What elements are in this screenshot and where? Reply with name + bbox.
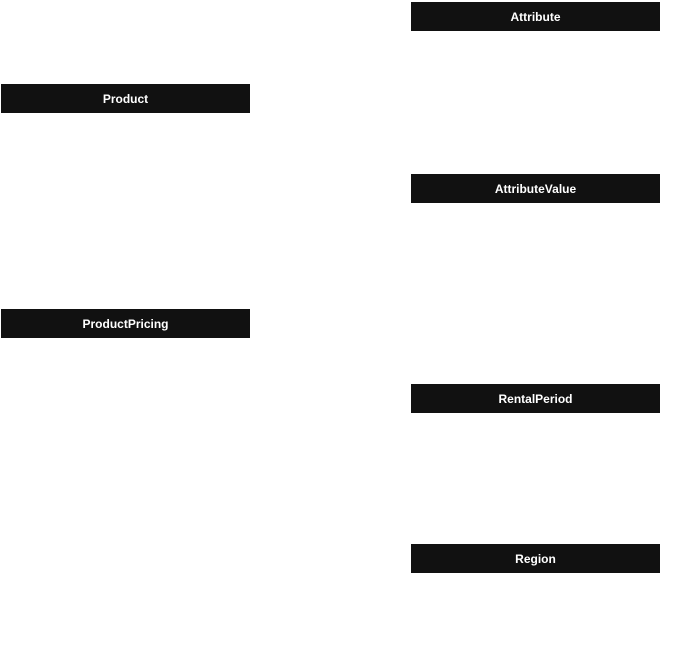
entity-title-attribute-value: AttributeValue bbox=[494, 181, 577, 196]
entity-header-attribute[interactable]: Attribute bbox=[411, 2, 660, 31]
entity-title-product-pricing: ProductPricing bbox=[82, 316, 169, 331]
entity-title-attribute: Attribute bbox=[510, 9, 561, 24]
entity-header-region[interactable]: Region bbox=[411, 544, 660, 573]
entity-title-product: Product bbox=[102, 91, 149, 106]
entity-title-rental-period: RentalPeriod bbox=[498, 391, 573, 406]
entity-title-region: Region bbox=[515, 551, 556, 566]
entity-header-product[interactable]: Product bbox=[1, 84, 250, 113]
entity-header-rental-period[interactable]: RentalPeriod bbox=[411, 384, 660, 413]
entity-header-product-pricing[interactable]: ProductPricing bbox=[1, 309, 250, 338]
entity-header-attribute-value[interactable]: AttributeValue bbox=[411, 174, 660, 203]
